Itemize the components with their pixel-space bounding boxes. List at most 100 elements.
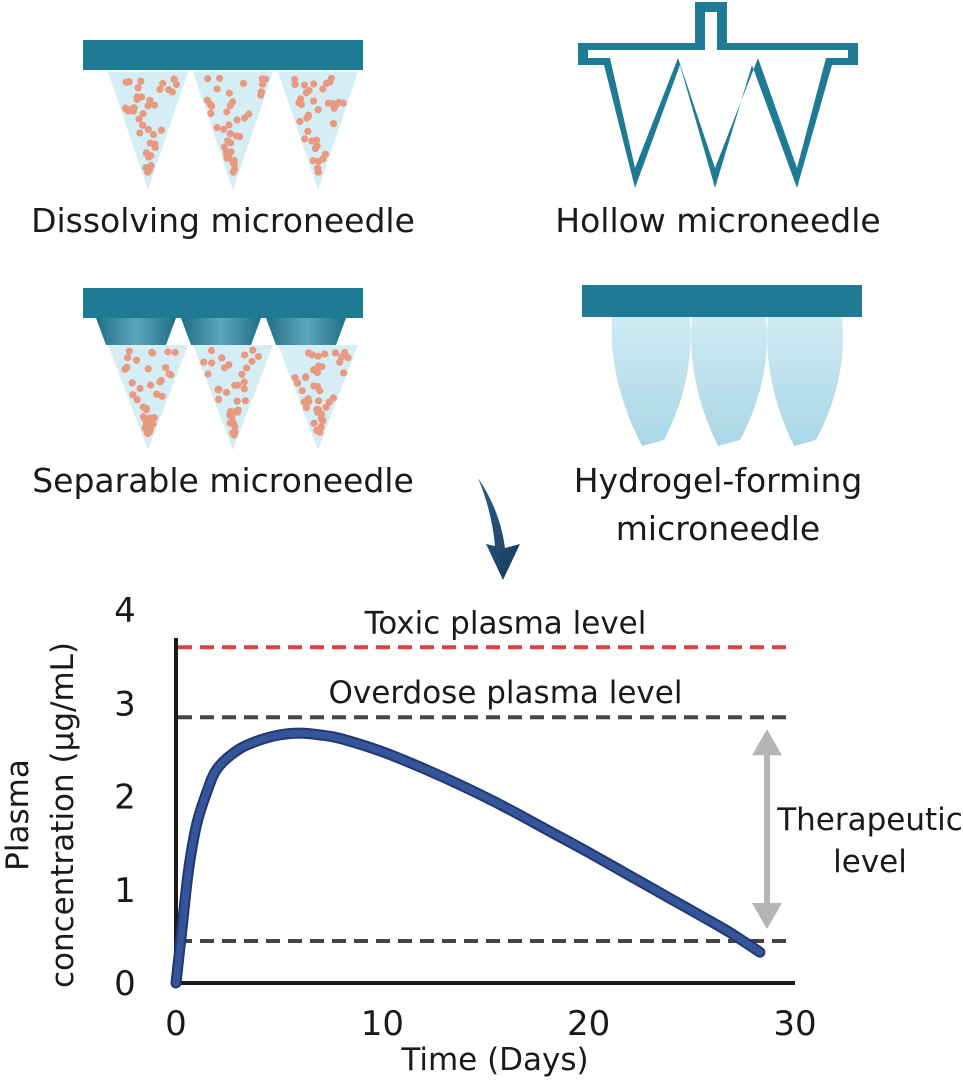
drug-particle (344, 354, 352, 362)
drug-particle (151, 101, 159, 109)
chart-series (170, 727, 766, 989)
drug-particle (226, 102, 234, 110)
drug-particle (226, 130, 234, 138)
drug-particle (315, 397, 323, 405)
drug-particle (225, 121, 233, 129)
drug-particle (225, 89, 233, 97)
drug-particle (229, 168, 237, 176)
dissolving-label: Dissolving microneedle (31, 201, 415, 240)
drug-particle (159, 79, 167, 87)
drug-particle (316, 387, 324, 395)
hydrogel-needle (691, 317, 767, 446)
drug-particle (139, 121, 147, 129)
drug-particle (144, 153, 153, 161)
drug-particle (248, 357, 256, 365)
hydrogel-needle (611, 317, 691, 446)
drug-particle (227, 148, 235, 156)
drug-particle (229, 429, 237, 437)
drug-particle (149, 349, 157, 357)
overdose-level-label: Overdose plasma level (329, 675, 683, 711)
drug-particle (139, 110, 147, 118)
y-tick-label: 0 (114, 964, 136, 1004)
x-tick-label: 10 (361, 1004, 404, 1044)
drug-particle (200, 358, 208, 366)
drug-particle (340, 369, 348, 377)
drug-particle (313, 368, 321, 376)
hollow-microneedle-outline (578, 2, 858, 188)
drug-particle (157, 126, 165, 134)
separable-drug-particles (121, 346, 352, 439)
drug-particle (125, 78, 133, 86)
concentration-curve (172, 729, 764, 987)
dissolving-needle (193, 72, 273, 190)
drug-particle (254, 352, 262, 361)
drug-particle (239, 79, 247, 87)
drug-particle (303, 114, 311, 122)
drug-particle (243, 364, 251, 372)
drug-particle (296, 117, 304, 125)
drug-particle (220, 125, 228, 133)
drug-particle (146, 414, 154, 422)
x-axis-title: Time (Days) (400, 1042, 588, 1078)
drug-particle (291, 374, 299, 382)
drug-particle (142, 406, 150, 414)
drug-particle (204, 75, 212, 83)
drug-particle (171, 348, 179, 356)
drug-particle (124, 107, 132, 115)
drug-particle (136, 384, 144, 393)
drug-particle (229, 158, 237, 166)
y-tick-label: 3 (114, 684, 136, 724)
drug-particle (223, 108, 231, 116)
drug-particle (245, 110, 253, 118)
drug-particle (302, 373, 310, 381)
drug-particle (132, 356, 141, 364)
drug-particle (129, 391, 137, 399)
drug-particle (204, 370, 212, 378)
drug-particle (312, 136, 321, 144)
drug-particle (321, 350, 329, 358)
drug-particle (258, 75, 266, 83)
drug-particle (223, 154, 231, 162)
drug-particle (308, 351, 316, 359)
drug-particle (309, 157, 317, 165)
drug-particle (125, 347, 133, 355)
separable-cap (181, 318, 261, 345)
drug-particle (296, 95, 305, 103)
y-axis-title-line2: concentration (µg/mL) (45, 642, 81, 988)
drug-particle (325, 398, 333, 406)
drug-particle (326, 78, 334, 86)
drug-particle (335, 98, 343, 106)
drug-particle (316, 424, 324, 432)
drug-particle (134, 84, 142, 92)
drug-particle (314, 164, 322, 172)
drug-particle (234, 406, 242, 414)
drug-particle (310, 97, 318, 105)
separable-microneedle-illustration (83, 288, 363, 450)
drug-particle (241, 351, 249, 359)
drug-particle (152, 390, 161, 398)
drug-particle (319, 155, 327, 163)
drug-particle (240, 385, 248, 393)
drug-particle (259, 80, 267, 88)
hydrogel-needle (767, 317, 843, 446)
drug-particle (222, 388, 231, 396)
drug-particle (231, 422, 239, 431)
drug-particle (213, 85, 221, 93)
hydrogel-label-line2: microneedle (616, 509, 820, 548)
dissolving-base-plate (83, 40, 363, 70)
drug-particle (164, 348, 172, 356)
drug-particle (214, 386, 222, 394)
therapeutic-label-line2: level (833, 844, 907, 880)
drug-particle (298, 387, 306, 395)
drug-particle (314, 352, 322, 360)
drug-particle (158, 392, 166, 400)
drug-particle (220, 143, 228, 151)
drug-particle (149, 420, 157, 428)
hollow-label: Hollow microneedle (555, 201, 880, 240)
drug-particle (233, 116, 241, 124)
separable-needle (193, 345, 273, 450)
drug-particle (294, 379, 302, 387)
drug-particle (236, 133, 244, 141)
